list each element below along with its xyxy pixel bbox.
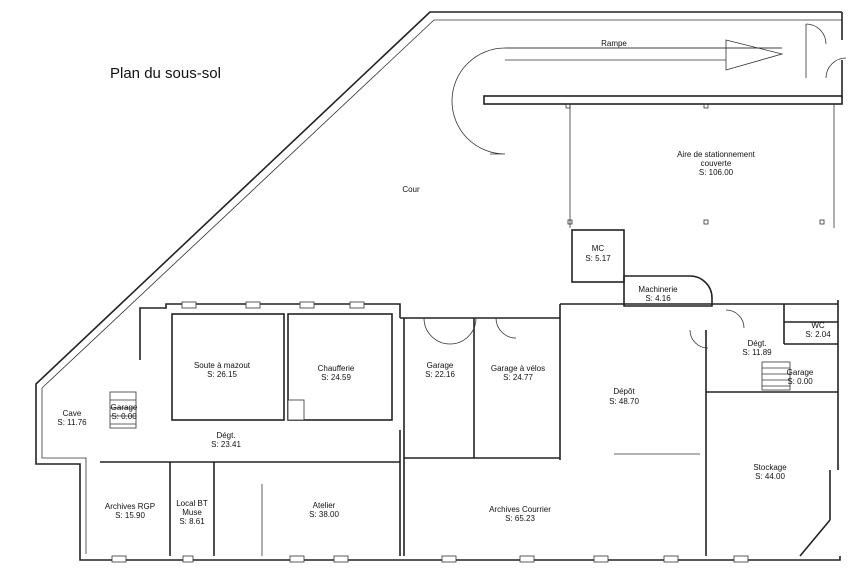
cave-area: S: 11.76 xyxy=(57,418,87,427)
room-wc: WC S: 2.04 xyxy=(805,321,831,339)
garage1-area: S: 22.16 xyxy=(425,370,455,379)
parking-name-line1: Aire de stationnement xyxy=(677,150,756,159)
court-label: Cour xyxy=(402,185,420,194)
depot-name: Dépôt xyxy=(613,387,635,396)
garage1-name: Garage xyxy=(427,361,454,370)
room-archives-courrier: Archives Courrier S: 65.23 xyxy=(489,505,551,523)
room-degt-right: Dégt. S: 11.89 xyxy=(689,309,772,357)
local-bt-name-line2: Muse xyxy=(182,508,202,517)
ramp-label: Rampe xyxy=(601,39,627,48)
building-walls xyxy=(100,303,838,556)
room-degt-center: Dégt. S: 23.41 xyxy=(211,431,241,449)
garage-small-left-area: S: 0.00 xyxy=(111,412,137,421)
depot-area: S: 48.70 xyxy=(609,397,639,406)
room-depot: Dépôt S: 48.70 xyxy=(609,387,639,406)
chaufferie-name: Chaufferie xyxy=(318,364,355,373)
parking-name-line2: couverte xyxy=(701,159,732,168)
room-mc: MC S: 5.17 xyxy=(571,229,625,283)
wc-area: S: 2.04 xyxy=(805,330,831,339)
room-atelier: Atelier S: 38.00 xyxy=(309,501,339,519)
machinerie-name: Machinerie xyxy=(638,285,678,294)
local-bt-name-line1: Local BT xyxy=(176,499,208,508)
garage-small-right-area: S: 0.00 xyxy=(787,377,813,386)
atelier-area: S: 38.00 xyxy=(309,510,339,519)
parking-area: Aire de stationnement couverte S: 106.00 xyxy=(483,95,843,228)
cave-name: Cave xyxy=(63,409,82,418)
chaufferie-area: S: 24.59 xyxy=(321,373,351,382)
room-local-bt: Local BT Muse S: 8.61 xyxy=(176,499,208,526)
wc-name: WC xyxy=(811,321,825,330)
garage-small-left-name: Garage xyxy=(111,403,138,412)
room-stockage: Stockage S: 44.00 xyxy=(753,463,787,481)
soute-name: Soute à mazout xyxy=(194,361,251,370)
local-bt-area: S: 8.61 xyxy=(179,517,205,526)
plan-title: Plan du sous-sol xyxy=(110,65,221,82)
soute-area: S: 26.15 xyxy=(207,370,237,379)
garage-velos-area: S: 24.77 xyxy=(503,373,533,382)
degt-center-area: S: 23.41 xyxy=(211,440,241,449)
parking-area-value: S: 106.00 xyxy=(699,168,734,177)
archives-rgp-area: S: 15.90 xyxy=(115,511,145,520)
archives-courrier-area: S: 65.23 xyxy=(505,514,535,523)
degt-right-area: S: 11.89 xyxy=(742,348,772,357)
windows xyxy=(111,301,749,563)
room-garage-velos: Garage à vélos S: 24.77 xyxy=(491,317,545,382)
stockage-name: Stockage xyxy=(753,463,787,472)
garage-velos-name: Garage à vélos xyxy=(491,364,545,373)
room-garage-small-right: Garage S: 0.00 xyxy=(761,361,814,391)
mc-area: S: 5.17 xyxy=(585,254,611,263)
garage-small-right-name: Garage xyxy=(787,368,814,377)
room-archives-rgp: Archives RGP S: 15.90 xyxy=(105,502,155,520)
degt-right-name: Dégt. xyxy=(747,339,766,348)
ramp: Rampe xyxy=(451,23,847,155)
room-garage-1: Garage S: 22.16 xyxy=(423,317,477,379)
atelier-name: Atelier xyxy=(313,501,336,510)
outer-walls xyxy=(35,11,843,561)
archives-rgp-name: Archives RGP xyxy=(105,502,155,511)
room-soute: Soute à mazout S: 26.15 xyxy=(171,313,285,421)
room-garage-small-left: Garage S: 0.00 xyxy=(109,391,138,429)
degt-center-name: Dégt. xyxy=(216,431,235,440)
room-machinerie: Machinerie S: 4.16 xyxy=(623,275,713,307)
archives-courrier-name: Archives Courrier xyxy=(489,505,551,514)
room-cave: Cave S: 11.76 xyxy=(57,409,87,427)
mc-name: MC xyxy=(592,244,605,253)
stockage-area: S: 44.00 xyxy=(755,472,785,481)
room-chaufferie: Chaufferie S: 24.59 xyxy=(287,313,393,421)
machinerie-area: S: 4.16 xyxy=(645,294,671,303)
